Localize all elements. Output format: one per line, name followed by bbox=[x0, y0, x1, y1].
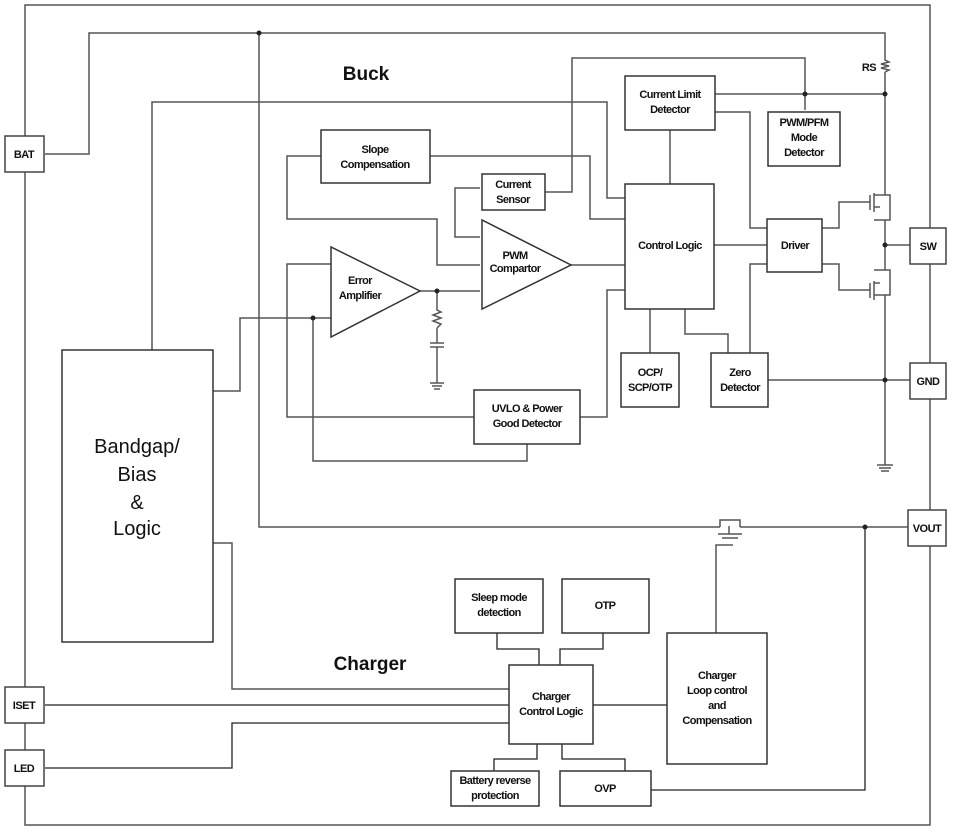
svg-text:Compartor: Compartor bbox=[490, 263, 542, 275]
svg-text:OTP: OTP bbox=[595, 600, 616, 612]
svg-text:Detector: Detector bbox=[720, 382, 761, 394]
svg-text:Control Logic: Control Logic bbox=[519, 706, 583, 718]
pin-bat: BAT bbox=[4, 135, 45, 173]
comp-resistor bbox=[430, 308, 444, 329]
svg-text:Current Limit: Current Limit bbox=[639, 89, 701, 101]
pin-led: LED bbox=[4, 749, 45, 787]
current-limit-detector-block: Current Limit Detector bbox=[624, 75, 716, 131]
svg-text:Sensor: Sensor bbox=[496, 194, 531, 206]
svg-text:LED: LED bbox=[14, 763, 35, 775]
current-sensor-block: Current Sensor bbox=[481, 173, 546, 211]
svg-text:SW: SW bbox=[920, 241, 938, 253]
pwm-pfm-mode-detector-block: PWM/PFM Mode Detector bbox=[767, 111, 841, 167]
svg-text:VOUT: VOUT bbox=[913, 523, 942, 535]
svg-text:protection: protection bbox=[471, 790, 520, 802]
pin-vout: VOUT bbox=[907, 509, 947, 547]
svg-text:detection: detection bbox=[477, 607, 521, 619]
buck-section-label: Buck bbox=[343, 64, 390, 85]
svg-text:Error: Error bbox=[348, 275, 373, 287]
svg-text:Charger: Charger bbox=[532, 691, 571, 703]
svg-text:BAT: BAT bbox=[14, 149, 35, 161]
svg-text:Sleep mode: Sleep mode bbox=[471, 592, 527, 604]
svg-text:Logic: Logic bbox=[113, 518, 161, 540]
svg-text:Bandgap/: Bandgap/ bbox=[94, 436, 180, 458]
uvlo-power-good-detector-block: UVLO & Power Good Detector bbox=[473, 389, 581, 445]
svg-text:GND: GND bbox=[917, 376, 941, 388]
svg-text:&: & bbox=[130, 492, 144, 514]
svg-text:Detector: Detector bbox=[784, 147, 825, 159]
svg-text:Slope: Slope bbox=[362, 144, 389, 156]
svg-text:Amplifier: Amplifier bbox=[339, 290, 383, 302]
pin-sw: SW bbox=[909, 227, 947, 265]
high-side-mosfet-icon bbox=[869, 193, 891, 221]
svg-text:UVLO & Power: UVLO & Power bbox=[492, 403, 564, 415]
low-side-mosfet-icon bbox=[869, 269, 891, 300]
zero-detector-block: Zero Detector bbox=[710, 352, 769, 408]
charger-control-logic-block: Charger Control Logic bbox=[508, 664, 594, 745]
control-logic-block: Control Logic bbox=[624, 183, 715, 310]
svg-text:Charger: Charger bbox=[698, 670, 737, 682]
svg-text:Good Detector: Good Detector bbox=[493, 418, 563, 430]
ocp-scp-otp-block: OCP/ SCP/OTP bbox=[620, 352, 680, 408]
pwm-comparator-block: PWM Compartor bbox=[481, 218, 573, 311]
error-amplifier-block: Error Amplifier bbox=[330, 245, 422, 339]
battery-reverse-protection-block: Battery reverse protection bbox=[450, 770, 540, 807]
pin-iset: ISET bbox=[4, 686, 45, 724]
svg-text:ISET: ISET bbox=[13, 700, 36, 712]
svg-text:SCP/OTP: SCP/OTP bbox=[628, 382, 672, 394]
svg-text:Detector: Detector bbox=[650, 104, 691, 116]
charger-loop-control-block: Charger Loop control and Compensation bbox=[666, 632, 768, 765]
chip-boundary bbox=[24, 4, 931, 826]
svg-text:Bias: Bias bbox=[118, 464, 157, 486]
svg-text:Driver: Driver bbox=[781, 240, 811, 252]
ovp-block: OVP bbox=[559, 770, 652, 807]
svg-text:Current: Current bbox=[495, 179, 531, 191]
svg-text:PWM: PWM bbox=[502, 250, 528, 262]
bandgap-bias-logic-block: Bandgap/ Bias & Logic bbox=[61, 349, 214, 643]
svg-text:Loop control: Loop control bbox=[687, 685, 748, 697]
svg-text:Zero: Zero bbox=[729, 367, 751, 379]
driver-block: Driver bbox=[766, 218, 823, 273]
otp-block: OTP bbox=[561, 578, 650, 634]
charger-section-label: Charger bbox=[334, 654, 407, 675]
svg-text:PWM/PFM: PWM/PFM bbox=[780, 117, 829, 129]
slope-compensation-block: Slope Compensation bbox=[320, 129, 431, 184]
wires bbox=[45, 32, 910, 791]
junctions bbox=[256, 30, 888, 530]
pin-gnd: GND bbox=[909, 362, 947, 400]
sleep-mode-detection-block: Sleep mode detection bbox=[454, 578, 544, 634]
rs-resistor bbox=[880, 58, 892, 73]
svg-text:Control Logic: Control Logic bbox=[638, 240, 702, 252]
svg-text:Mode: Mode bbox=[791, 132, 818, 144]
svg-text:Compensation: Compensation bbox=[340, 159, 410, 171]
svg-text:and: and bbox=[708, 700, 726, 712]
charger-mosfet-icon bbox=[718, 519, 742, 539]
rs-label: RS bbox=[862, 62, 876, 74]
svg-text:Compensation: Compensation bbox=[682, 715, 752, 727]
svg-text:Battery reverse: Battery reverse bbox=[459, 775, 531, 787]
svg-text:OCP/: OCP/ bbox=[638, 367, 663, 379]
svg-text:OVP: OVP bbox=[594, 783, 616, 795]
